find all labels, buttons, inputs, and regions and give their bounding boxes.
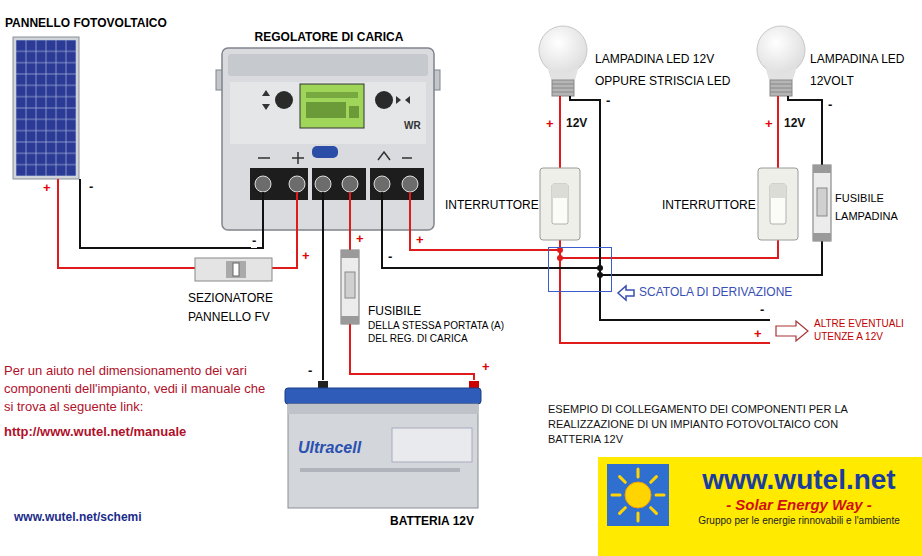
component-label: INTERRUTTORE bbox=[662, 198, 802, 213]
light-switch bbox=[758, 164, 798, 242]
light-switch bbox=[540, 164, 580, 242]
wire bbox=[58, 182, 185, 268]
led-bulb bbox=[757, 26, 822, 111]
voltage-label: 12V bbox=[783, 117, 806, 130]
battery bbox=[285, 381, 481, 508]
pv-disconnector bbox=[184, 258, 291, 281]
junction-box: SCATOLA DI DERIVAZIONE bbox=[548, 247, 612, 292]
wire bbox=[599, 110, 601, 247]
manual-link: http://www.wutel.net/manuale bbox=[4, 424, 186, 440]
wire bbox=[559, 110, 561, 165]
led-bulb bbox=[539, 26, 600, 111]
site-link: www.wutel.net/schemi bbox=[14, 510, 142, 525]
voltage-label: 12V bbox=[565, 117, 588, 130]
component-label: REGOLATORE DI CARICA bbox=[218, 30, 440, 45]
component-label: INTERRUTTORE bbox=[445, 198, 585, 213]
component-label: LAMPADINA LED 12V OPPURE STRISCIA LED bbox=[595, 48, 740, 92]
description-note: ESEMPIO DI COLLEGAMENTO DEI COMPONENTI P… bbox=[548, 402, 883, 447]
charge-controller bbox=[216, 48, 440, 234]
fuse-group: FUSIBILEDELLA STESSA PORTATA (A) DEL REG… bbox=[338, 246, 523, 354]
lamp-group: LAMPADINA LED 12V OPPURE STRISCIA LED bbox=[535, 28, 740, 110]
help-note: Per un aiuto nel dimensionamento dei var… bbox=[4, 362, 266, 416]
polarity-sign: + bbox=[415, 233, 425, 247]
component-label: Gruppo per le energie rinnovabili e l'am… bbox=[676, 514, 922, 528]
wire bbox=[821, 110, 823, 163]
switch-group: INTERRUTTORE bbox=[660, 165, 802, 241]
junction-wiring bbox=[548, 247, 612, 292]
component-label: DELLA STESSA PORTATA (A) DEL REG. DI CAR… bbox=[368, 319, 523, 345]
wire bbox=[349, 233, 351, 246]
outlet-arrow bbox=[776, 321, 808, 341]
component-label: PANNELLO FOTOVOLTAICO bbox=[5, 16, 191, 31]
component-label: SEZIONATORE PANNELLO FV bbox=[188, 289, 290, 327]
panel-cells bbox=[16, 40, 76, 176]
load-outlet: ALTRE EVENTUALI UTENZE A 12V bbox=[770, 314, 918, 350]
component-label: ALTRE EVENTUALI UTENZE A 12V bbox=[814, 317, 918, 343]
battery-brand: Ultracell bbox=[298, 438, 361, 458]
wire bbox=[777, 110, 779, 165]
component-label: FUSIBILE bbox=[368, 304, 523, 319]
lamp-fuse bbox=[813, 162, 831, 244]
polarity-sign: + bbox=[301, 249, 311, 263]
wire bbox=[612, 243, 822, 275]
polarity-sign: - bbox=[307, 364, 313, 378]
wire bbox=[612, 241, 778, 258]
wire bbox=[290, 233, 297, 268]
component-label: www.wutel.net bbox=[676, 464, 922, 496]
panel-group: PANNELLO FOTOVOLTAICO bbox=[3, 14, 193, 182]
polarity-sign: - bbox=[88, 180, 94, 194]
polarity-sign: + bbox=[481, 360, 491, 374]
component-label: FUSIBILE LAMPADINA bbox=[835, 189, 918, 225]
lamp-group: LAMPADINA LED 12VOLT bbox=[752, 28, 918, 110]
component-label: BATTERIA 12V bbox=[390, 514, 482, 529]
polarity-sign: - bbox=[605, 94, 611, 108]
logo-box: www.wutel.net- Solar Energy Way -Gruppo … bbox=[600, 458, 922, 556]
pointer-arrow bbox=[618, 286, 634, 300]
component-label: SCATOLA DI DERIVAZIONE bbox=[639, 285, 792, 300]
wire bbox=[80, 182, 263, 248]
panel-frame bbox=[13, 37, 79, 179]
polarity-sign: + bbox=[42, 181, 52, 195]
fuse-group: FUSIBILE LAMPADINA bbox=[808, 163, 918, 243]
disconnector-group: SEZIONATORE PANNELLO FV bbox=[185, 255, 290, 327]
polarity-sign: - bbox=[251, 234, 257, 248]
solar-panel bbox=[13, 37, 80, 183]
polarity-sign: + bbox=[545, 117, 555, 131]
polarity-sign: - bbox=[759, 303, 765, 317]
wire bbox=[322, 233, 324, 380]
wire bbox=[350, 354, 474, 380]
component-label: LAMPADINA LED 12VOLT bbox=[810, 48, 918, 92]
polarity-sign: + bbox=[753, 327, 763, 341]
logo-panel bbox=[598, 457, 922, 556]
switch-group: INTERRUTTORE bbox=[443, 165, 585, 241]
brand-mark: WR bbox=[404, 120, 421, 133]
polarity-sign: + bbox=[355, 232, 365, 246]
polarity-sign: - bbox=[387, 250, 393, 264]
component-label: - Solar Energy Way - bbox=[676, 496, 922, 514]
wire bbox=[382, 233, 548, 268]
wire bbox=[410, 233, 548, 250]
polarity-sign: + bbox=[764, 117, 774, 131]
wire bbox=[560, 292, 770, 343]
polarity-sign: - bbox=[827, 98, 833, 112]
